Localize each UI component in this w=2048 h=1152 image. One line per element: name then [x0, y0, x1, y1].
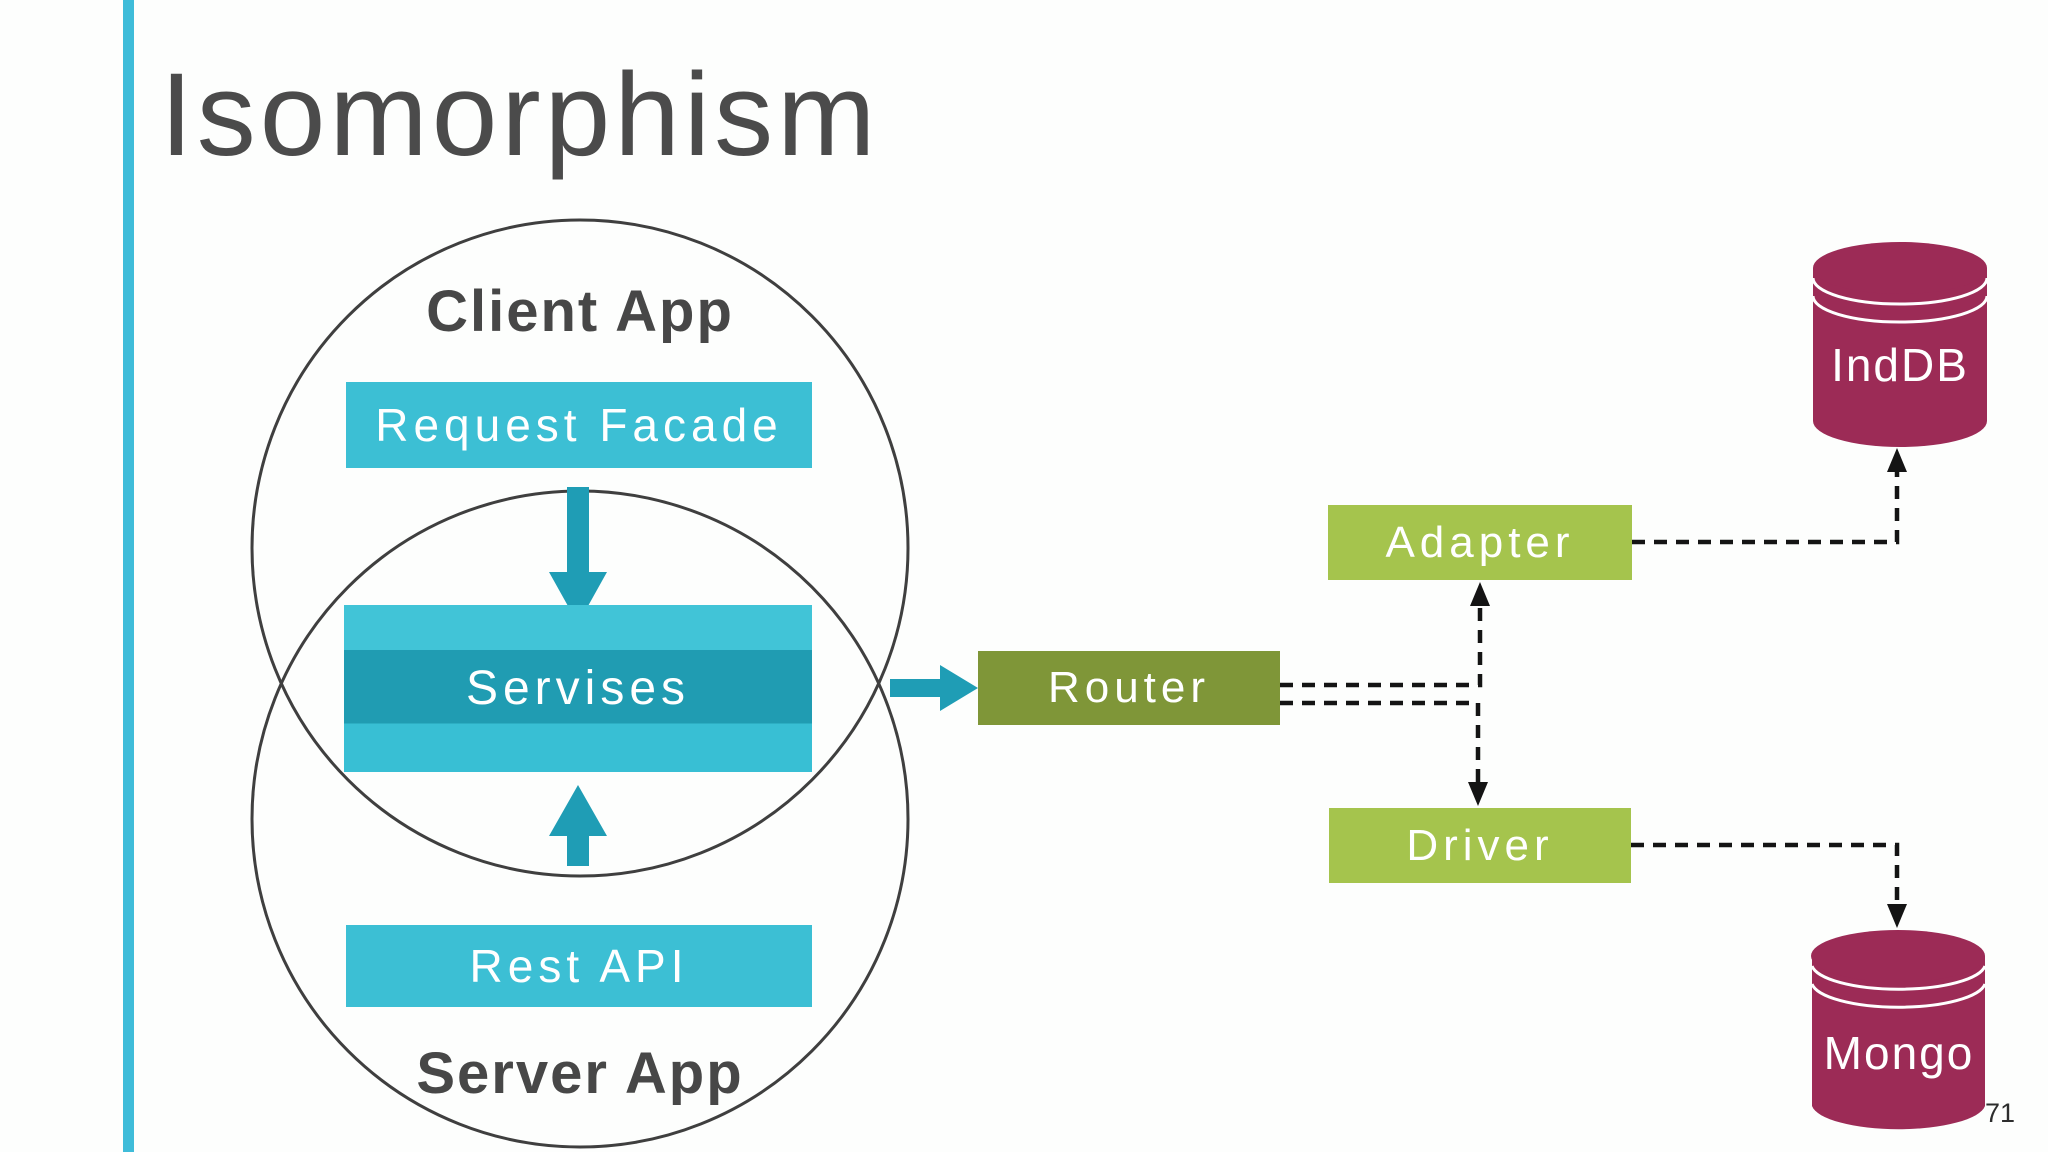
- adapter-label: Adapter: [1385, 517, 1575, 567]
- down-arrow-icon: [549, 487, 607, 624]
- rest-api-box: Rest API: [346, 925, 812, 1007]
- adapter-inddb-connector: [1632, 470, 1900, 545]
- mongo-label: Mongo: [1823, 1027, 1975, 1079]
- accent-bar: [123, 0, 134, 1152]
- router-driver-arrowhead-icon: [1468, 782, 1488, 806]
- driver-mongo-arrowhead-icon: [1887, 904, 1907, 928]
- router-box: Router: [978, 651, 1280, 725]
- driver-label: Driver: [1406, 820, 1554, 870]
- inddb-cylinder-icon: [1811, 242, 1989, 447]
- driver-mongo-connector: [1631, 842, 1900, 906]
- router-adapter-connector: [1280, 604, 1483, 688]
- rest-api-label: Rest API: [469, 940, 689, 992]
- page-number: 71: [1985, 1098, 2016, 1128]
- services-label: Servises: [465, 662, 691, 715]
- router-adapter-arrowhead-icon: [1470, 582, 1490, 606]
- request-facade-box: Request Facade: [346, 382, 812, 468]
- request-facade-label: Request Facade: [375, 399, 783, 451]
- mongo-cylinder-icon: [1810, 930, 1987, 1130]
- server-app-label: Server App: [416, 1041, 744, 1106]
- client-app-label: Client App: [426, 279, 734, 344]
- router-driver-connector: [1280, 700, 1481, 784]
- services-box: Servises: [344, 605, 812, 772]
- driver-box: Driver: [1329, 808, 1631, 883]
- adapter-box: Adapter: [1328, 505, 1632, 580]
- adapter-inddb-arrowhead-icon: [1887, 448, 1907, 472]
- router-label: Router: [1047, 663, 1211, 712]
- up-arrow-icon: [549, 785, 607, 866]
- page-title: Isomorphism: [160, 49, 880, 181]
- right-arrow-icon: [890, 665, 978, 711]
- client-app-circle: [250, 218, 910, 878]
- inddb-label: IndDB: [1831, 339, 1969, 391]
